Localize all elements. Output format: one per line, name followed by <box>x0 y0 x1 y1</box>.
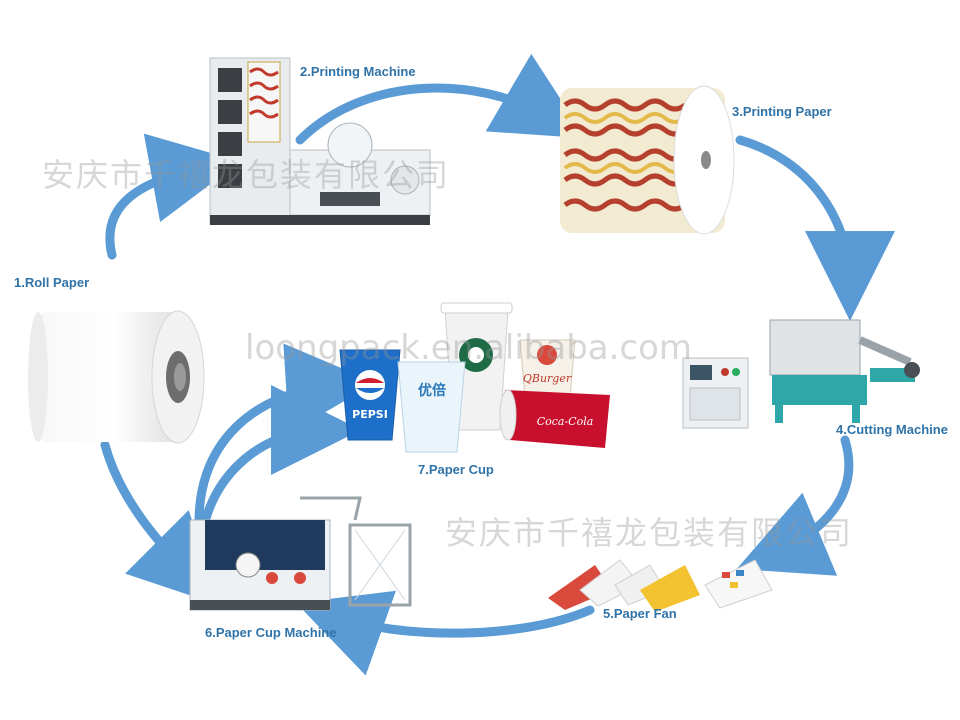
step-label-paper-cup-machine: 6.Paper Cup Machine <box>205 625 337 640</box>
arrow-cupmachine-to-cups-outer <box>194 343 376 545</box>
arrow-roll-to-printing <box>105 133 241 260</box>
printing-machine-illustration <box>209 57 431 225</box>
watermark-company-bottom: 安庆市千禧龙包装有限公司 <box>445 514 854 552</box>
step-label-printing-machine: 2.Printing Machine <box>300 64 416 79</box>
paper-cups-illustration: QBurger Coca-Cola PEPSI 优倍 <box>339 302 610 453</box>
watermark-company-top: 安庆市千禧龙包装有限公司 <box>42 156 451 194</box>
arrow-roll-to-cupmachine <box>100 440 221 606</box>
watermark-site: loongpack.en.alibaba.com <box>245 328 693 368</box>
cup-brand-pepsi: PEPSI <box>352 408 388 421</box>
paper-fan-illustration <box>548 559 773 612</box>
step-label-paper-fan: 5.Paper Fan <box>603 606 677 621</box>
arrow-printing-to-paper <box>295 53 587 145</box>
arrow-fan-to-cupmachine <box>296 590 595 676</box>
step-label-cutting-machine: 4.Cutting Machine <box>836 422 948 437</box>
step-label-roll-paper: 1.Roll Paper <box>14 275 90 290</box>
step-label-printing-paper: 3.Printing Paper <box>732 104 832 119</box>
cutting-machine-illustration <box>682 319 920 429</box>
printed-paper-roll-illustration <box>560 85 735 235</box>
step-label-paper-cup: 7.Paper Cup <box>418 462 494 477</box>
cup-brand-coca-cola: Coca-Cola <box>537 415 594 428</box>
cup-brand-qburger: QBurger <box>523 372 572 385</box>
arrow-paper-to-cutting <box>735 135 895 321</box>
arrow-cutting-to-fan <box>736 435 854 576</box>
roll-paper-illustration <box>28 310 205 444</box>
paper-cup-machine-illustration <box>189 496 412 611</box>
cup-brand-youbei: 优倍 <box>418 382 446 399</box>
